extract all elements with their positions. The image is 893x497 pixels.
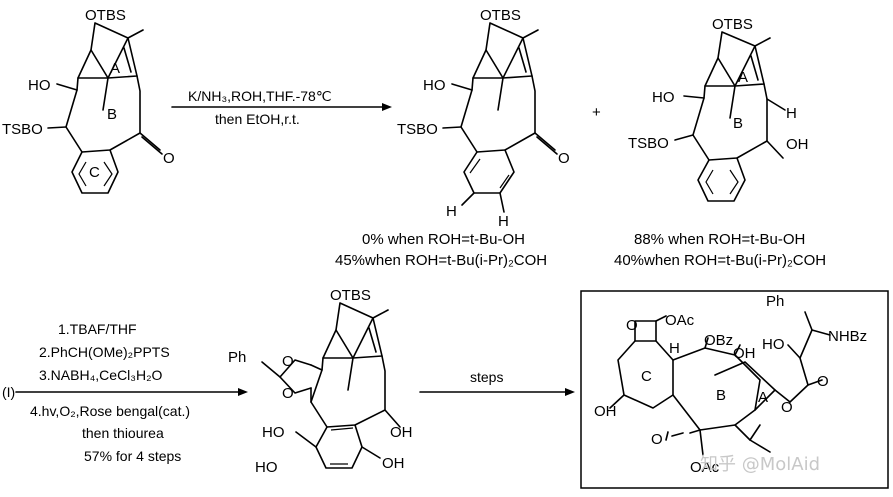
taxol-ring-b-label: B — [716, 387, 726, 404]
reaction2-step5: then thiourea — [82, 425, 164, 441]
taxol-ph-label: Ph — [766, 293, 784, 310]
taxol-oac2-label: OAc — [690, 459, 720, 476]
reaction-arrow-3 — [419, 388, 575, 396]
taxol-oxetane-o-label: O — [626, 317, 638, 334]
taxol-ring-c-label: C — [641, 368, 652, 385]
int-ho1-label: HO — [262, 424, 285, 441]
taxol-h-label: H — [669, 340, 680, 357]
product-1-structure — [442, 22, 558, 213]
sm-tsbo-label: TSBO — [2, 121, 43, 138]
reaction-arrow-2 — [15, 388, 248, 396]
p1-otbs-label: OTBS — [480, 7, 521, 24]
sm-ring-a-label: A — [110, 60, 120, 77]
int-oh2-label: OH — [382, 455, 405, 472]
p2-yield-line-2: 40%when ROH=t-Bu(i-Pr)₂COH — [614, 252, 826, 269]
reaction-arrow-1 — [171, 103, 392, 111]
p1-tsbo-label: TSBO — [397, 121, 438, 138]
p2-h-label: H — [786, 105, 797, 122]
int-o2-label: O — [282, 385, 294, 402]
sm-ring-b-label: B — [107, 106, 117, 123]
p1-yield-line-1: 0% when ROH=t-Bu-OH — [362, 231, 525, 248]
int-oh1-label: OH — [390, 424, 413, 441]
int-ho2-label: HO — [255, 459, 278, 476]
p2-ring-b-label: B — [733, 115, 743, 132]
reaction2-step1: 1.TBAF/THF — [58, 321, 137, 337]
taxol-product-box — [580, 290, 889, 489]
reaction2-step2: 2.PhCH(OMe)₂PPTS — [39, 344, 170, 360]
p2-yield-line-1: 88% when ROH=t-Bu-OH — [634, 231, 805, 248]
p1-ho-label: HO — [423, 77, 446, 94]
p2-ring-a-label: A — [738, 69, 748, 86]
reaction3-label: steps — [470, 369, 503, 385]
sm-ho-label: HO — [28, 77, 51, 94]
taxol-carbonyl-o-label: O — [817, 373, 829, 390]
taxol-ester-o-label: O — [781, 399, 793, 416]
taxol-nhbz-label: NHBz — [828, 328, 867, 345]
int-otbs-label: OTBS — [330, 287, 371, 304]
int-ph-label: Ph — [228, 349, 246, 366]
p2-ho-label: HO — [652, 89, 675, 106]
reaction2-step3: 3.NABH₄,CeCl₃H₂O — [39, 367, 163, 383]
sm-ketone-o-label: O — [163, 150, 175, 167]
reaction2-yield: 57% for 4 steps — [84, 448, 181, 464]
p1-h-label-1: H — [446, 203, 457, 220]
taxol-obz-label: OBz — [704, 332, 733, 349]
taxol-oh1-label: OH — [733, 345, 756, 362]
reaction2-start-label: (I) — [2, 384, 15, 400]
p2-otbs-label: OTBS — [712, 16, 753, 33]
reaction1-conditions: then EtOH,r.t. — [215, 111, 300, 127]
taxol-oh2-label: OH — [594, 403, 617, 420]
taxol-ketone-o-label: O — [651, 431, 663, 448]
p2-tsbo-label: TSBO — [628, 135, 669, 152]
watermark: 知乎 @MolAid — [700, 454, 820, 475]
taxol-oac1-label: OAc — [665, 312, 695, 329]
taxol-ring-a-label: A — [758, 389, 768, 406]
product-2-structure — [674, 31, 786, 202]
sm-otbs-label: OTBS — [85, 7, 126, 24]
sm-ring-c-label: C — [89, 164, 100, 181]
p1-yield-line-2: 45%when ROH=t-Bu(i-Pr)₂COH — [335, 252, 547, 269]
reaction1-reagents: K/NH₃,ROH,THF.-78℃ — [188, 88, 332, 104]
taxol-structure — [609, 311, 831, 456]
plus-sign: + — [592, 104, 601, 121]
intermediate-structure — [261, 302, 401, 469]
taxol-ho-label: HO — [762, 336, 785, 353]
p1-ketone-o-label: O — [558, 150, 570, 167]
p2-oh-label: OH — [786, 136, 809, 153]
starting-material-structure — [47, 22, 163, 194]
int-o1-label: O — [282, 353, 294, 370]
p1-h-label-2: H — [498, 213, 509, 230]
reaction2-step4: 4.hv,O₂,Rose bengal(cat.) — [30, 403, 190, 419]
